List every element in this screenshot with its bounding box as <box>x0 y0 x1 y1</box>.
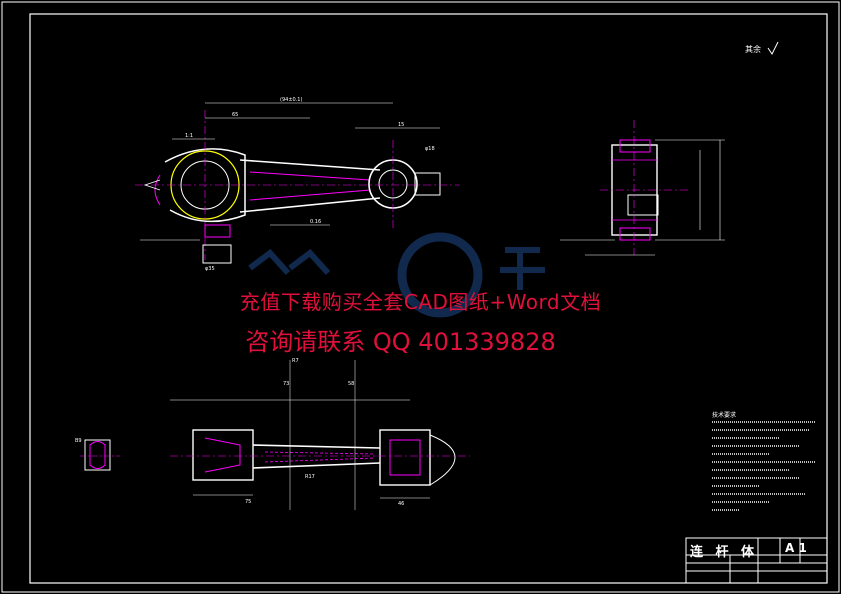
technical-requirements-lines <box>712 421 815 511</box>
connecting-rod-top-view <box>135 102 460 264</box>
dim-15: 15 <box>398 122 404 128</box>
bottom-view-dimension-labels: B9 R7 73 58 R17 75 46 <box>75 358 404 507</box>
dim-center-distance: (94±0.1) <box>280 97 302 103</box>
dim-016: 0.16 <box>310 219 321 225</box>
dim-r7: R7 <box>292 358 299 364</box>
roughness-symbol-icon <box>767 41 779 55</box>
watermark-line-2: 咨询请联系 QQ 401339828 <box>245 328 556 356</box>
dim-phi35: φ35 <box>205 266 215 272</box>
dim-r17: R17 <box>305 474 315 480</box>
small-end-side-view <box>560 120 725 256</box>
dim-65: 65 <box>232 112 238 118</box>
technical-requirements-title: 技术要求 <box>712 412 737 419</box>
drawing-title: 连 杆 体 <box>690 545 759 560</box>
dim-46: 46 <box>398 501 404 507</box>
watermark-line-1: 充值下载购买全套CAD图纸+Word文档 <box>239 290 602 314</box>
dim-phi18: φ18 <box>425 146 435 152</box>
sheet-inner-border <box>29 13 828 584</box>
sheet-size-label: A 1 <box>785 541 807 555</box>
dim-b9: B9 <box>75 438 82 444</box>
dim-58: 58 <box>348 381 354 387</box>
connecting-rod-bottom-view <box>80 360 470 510</box>
roughness-note: 其余 <box>745 45 761 54</box>
title-block <box>685 537 828 584</box>
dim-75: 75 <box>245 499 251 505</box>
dim-scale: 1:1 <box>185 133 193 139</box>
watermark-logo <box>248 232 545 318</box>
dim-73: 73 <box>283 381 289 387</box>
top-view-dimension-labels: (94±0.1) 65 15 1:1 0.16 φ18 φ35 <box>185 97 435 272</box>
